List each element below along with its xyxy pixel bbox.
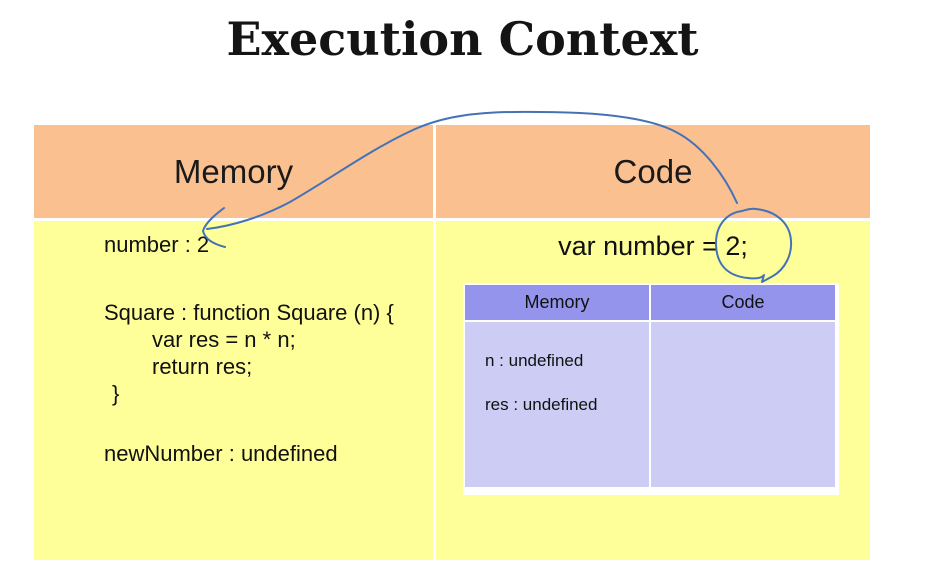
code-statement: var number = 2; [558,231,748,261]
memory-entry-square-line1: Square : function Square (n) { [104,300,394,325]
inner-memory-header: Memory [465,285,649,320]
page-title: Execution Context [226,12,699,66]
memory-column-header: Memory [34,125,433,218]
code-column-header: Code [436,125,870,218]
execution-context-table: Memory Code number : 2 Square : function… [34,125,870,560]
memory-entry-newnumber: newNumber : undefined [104,441,338,466]
memory-panel: number : 2 Square : function Square (n) … [34,221,433,560]
code-panel: var number = 2; Memory Code n : undefine… [436,221,870,560]
function-execution-context-table: Memory Code n : undefined res : undefine… [463,283,839,495]
memory-entry-number: number : 2 [104,232,210,257]
inner-memory-entry-n: n : undefined [485,351,584,370]
memory-entry-square-line4: } [112,381,120,406]
memory-entries: number : 2 Square : function Square (n) … [34,221,433,467]
inner-code-header: Code [651,285,835,320]
inner-memory-entry-res: res : undefined [485,395,598,414]
inner-memory-cell: n : undefined res : undefined [465,322,649,487]
memory-entry-square-line2: var res = n * n; [152,327,296,352]
inner-code-cell [651,322,835,487]
memory-entry-square-line3: return res; [152,354,253,379]
